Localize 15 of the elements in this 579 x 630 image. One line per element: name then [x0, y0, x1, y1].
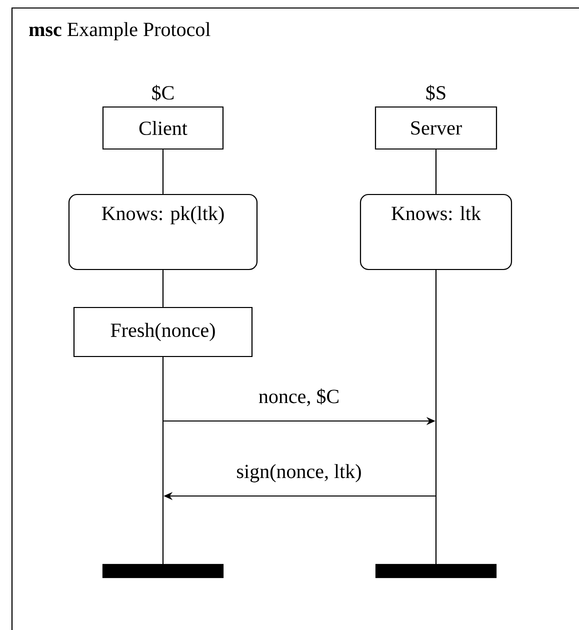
edge-label: nonce, $C [257, 388, 341, 408]
state-box: Knows: ltk [360, 194, 512, 270]
instance-box: Client [102, 106, 224, 150]
end-bar [102, 564, 224, 578]
state-box: Knows: pk(ltk) [68, 194, 258, 270]
instance-name: $C [152, 84, 174, 101]
lifeline [162, 150, 164, 194]
diagram-title: msc Example Protocol [29, 22, 210, 40]
instance-name: $S [426, 84, 446, 101]
edge-label: sign(nonce, ltk) [235, 463, 363, 484]
lifeline [435, 150, 437, 194]
instance-box: Server [374, 106, 498, 150]
lifeline [162, 270, 164, 307]
process-box: Fresh(nonce) [73, 306, 253, 358]
end-bar [375, 564, 497, 578]
